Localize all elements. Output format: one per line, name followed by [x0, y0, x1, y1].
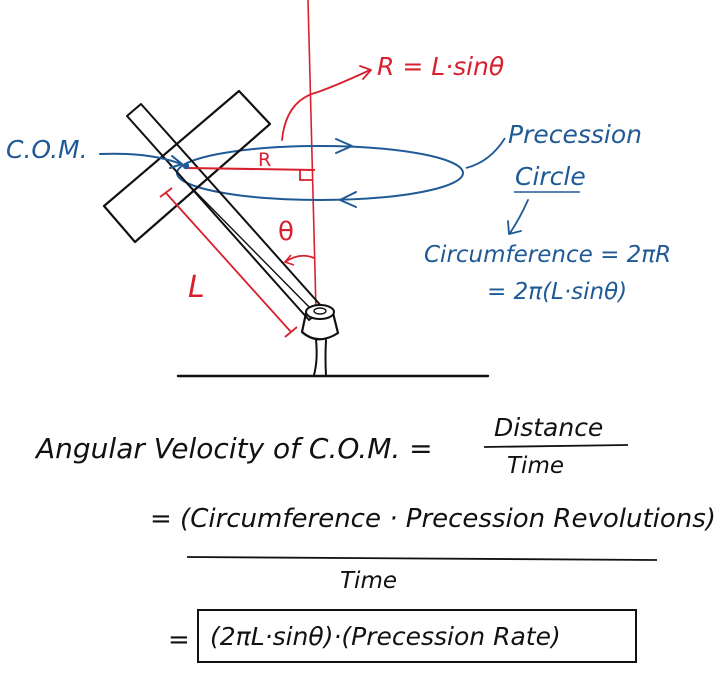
fraction-bar-1 — [483, 444, 629, 448]
theta-label: θ — [278, 217, 294, 247]
theta-arc — [284, 254, 315, 263]
length-label: L — [188, 270, 205, 305]
length-line — [165, 192, 292, 333]
time-denominator-2: Time — [340, 568, 397, 594]
length-tick-top — [159, 187, 173, 198]
pivot-stand — [313, 339, 327, 376]
fraction-bar-2 — [186, 556, 658, 561]
circle-label: Circle — [515, 162, 586, 191]
final-equals: = — [168, 625, 190, 655]
right-angle-mark — [299, 170, 313, 181]
r-formula-arrow — [281, 65, 372, 141]
com-label: C.O.M. — [6, 135, 88, 164]
precession-label: Precession — [508, 120, 642, 149]
length-tick-bottom — [284, 326, 298, 338]
radius-line — [186, 167, 316, 171]
precession-arrow-top — [335, 138, 353, 154]
gyroscope-disc — [102, 89, 272, 244]
theta-arc-arrow — [283, 254, 295, 266]
com-dot — [182, 162, 190, 170]
r-formula-label: R = L·sinθ — [377, 52, 504, 81]
axle-inner-line — [179, 175, 315, 313]
distance-numerator: Distance — [494, 413, 603, 442]
circumference-arrow — [507, 199, 529, 235]
precession-pointer — [465, 137, 506, 169]
gyroscope-axle — [126, 103, 324, 321]
time-denominator-1: Time — [507, 453, 564, 479]
final-result-box — [197, 609, 637, 663]
vertical-axis-line — [307, 0, 317, 311]
final-result-expression: (2πL·sinθ)·(Precession Rate) — [210, 622, 561, 651]
pivot-cup — [300, 304, 340, 341]
angular-velocity-lhs: Angular Velocity of C.O.M. = — [34, 432, 433, 465]
circumference-line-2: = 2π(L·sinθ) — [487, 279, 627, 305]
circumference-revolutions-numerator: = (Circumference · Precession Revolution… — [150, 504, 716, 534]
precession-arrow-bottom — [339, 191, 357, 208]
radius-label: R — [258, 149, 271, 171]
com-arrow — [99, 152, 183, 169]
circumference-line-1: Circumference = 2πR — [424, 242, 671, 268]
